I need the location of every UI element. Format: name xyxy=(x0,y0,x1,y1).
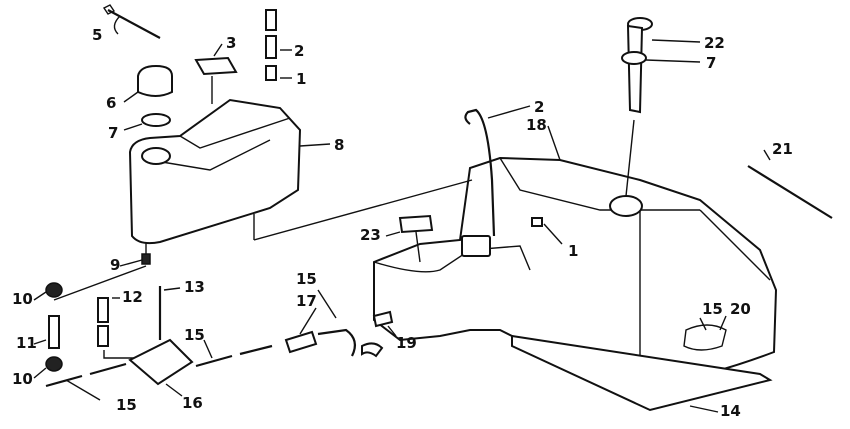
leader-3 xyxy=(213,43,223,57)
leader-21 xyxy=(763,149,771,161)
leader-15-tank xyxy=(699,317,707,331)
callout-12: 12 xyxy=(122,288,143,306)
part-15-hose-2 xyxy=(89,362,127,376)
callout-20: 20 xyxy=(730,300,751,318)
part-12-sleeve-b xyxy=(97,325,109,347)
callout-22: 22 xyxy=(704,34,725,52)
leader-7a xyxy=(123,123,143,131)
leader-7b xyxy=(645,59,701,63)
part-2-sleeve xyxy=(265,35,277,59)
leader-8 xyxy=(299,143,331,147)
part-22-tube xyxy=(626,24,644,114)
callout-15-tank: 15 xyxy=(702,300,723,318)
leader-19 xyxy=(387,325,397,337)
part-15-hose-1 xyxy=(45,374,83,388)
callout-2-right: 2 xyxy=(534,98,545,116)
part-23-decal xyxy=(398,214,434,234)
part-19-elbow xyxy=(361,342,384,358)
part-10-clamp-bottom xyxy=(45,356,63,372)
leader-23 xyxy=(385,231,401,237)
callout-7-left: 7 xyxy=(108,124,119,142)
leader-10b xyxy=(33,367,47,379)
connector-9 xyxy=(53,265,147,301)
callout-10-bottom: 10 xyxy=(12,370,33,388)
part-1-fitting xyxy=(265,65,277,81)
callout-9: 9 xyxy=(110,256,121,274)
leader-15-bottom xyxy=(65,379,101,401)
part-19-valve xyxy=(372,310,394,328)
leader-18 xyxy=(547,125,561,161)
callout-3: 3 xyxy=(226,34,237,52)
leader-1b xyxy=(543,223,563,245)
part-14-plate xyxy=(511,334,773,412)
leader-9 xyxy=(119,259,143,267)
callout-10-top: 10 xyxy=(12,290,33,308)
connector-b xyxy=(253,179,473,241)
part-7-gasket xyxy=(621,51,647,65)
leader-20 xyxy=(719,315,727,331)
part-10-clamp-top xyxy=(45,282,63,298)
callout-18: 18 xyxy=(526,116,547,134)
leader-14 xyxy=(689,405,719,413)
leader-15-mid xyxy=(203,339,213,359)
leader-15-upper xyxy=(317,289,337,319)
part-1-fitting-b xyxy=(531,217,543,227)
part-21-bolt xyxy=(747,165,833,219)
callout-15-upper: 15 xyxy=(296,270,317,288)
callout-2-top: 2 xyxy=(294,42,305,60)
callout-15-mid: 15 xyxy=(184,326,205,344)
part-2-hose xyxy=(464,108,496,237)
callout-14: 14 xyxy=(720,402,741,420)
callout-13: 13 xyxy=(184,278,205,296)
part-15-hose-3 xyxy=(195,354,233,368)
callout-16: 16 xyxy=(182,394,203,412)
part-12-sleeve xyxy=(97,297,109,323)
leader-11 xyxy=(33,339,47,345)
callout-7-right: 7 xyxy=(706,54,717,72)
leader-2b xyxy=(487,105,531,119)
part-6-cap xyxy=(137,64,173,97)
callout-11: 11 xyxy=(16,334,37,352)
leader-5 xyxy=(113,15,121,35)
part-15-hose-4 xyxy=(239,344,273,356)
leader-16 xyxy=(165,383,183,397)
part-7-seal xyxy=(141,113,171,127)
callout-17: 17 xyxy=(296,292,317,310)
callout-21: 21 xyxy=(772,140,793,158)
callout-6: 6 xyxy=(106,94,117,112)
part-5-bolt xyxy=(102,4,161,39)
leader-6 xyxy=(123,91,139,103)
part-15-hose-5 xyxy=(317,328,357,357)
part-11-hose xyxy=(48,315,60,349)
callout-8: 8 xyxy=(334,136,345,154)
leader-23-down xyxy=(415,231,421,263)
leader-22 xyxy=(651,39,701,43)
part-16-pump xyxy=(128,338,194,386)
leader-17 xyxy=(299,307,317,335)
leader-13 xyxy=(163,287,181,291)
leader-22-down xyxy=(625,119,635,197)
callout-5: 5 xyxy=(92,26,103,44)
callout-23: 23 xyxy=(360,226,381,244)
part-9-fitting xyxy=(141,253,151,265)
callout-15-bottom: 15 xyxy=(116,396,137,414)
part-17-filter xyxy=(284,330,318,354)
part-3-decal xyxy=(194,56,238,76)
callout-1-top: 1 xyxy=(296,70,307,88)
callout-19: 19 xyxy=(396,334,417,352)
callout-1-right: 1 xyxy=(568,242,579,260)
leader-10a xyxy=(33,291,47,301)
part-2-sleeve-top xyxy=(265,9,277,31)
